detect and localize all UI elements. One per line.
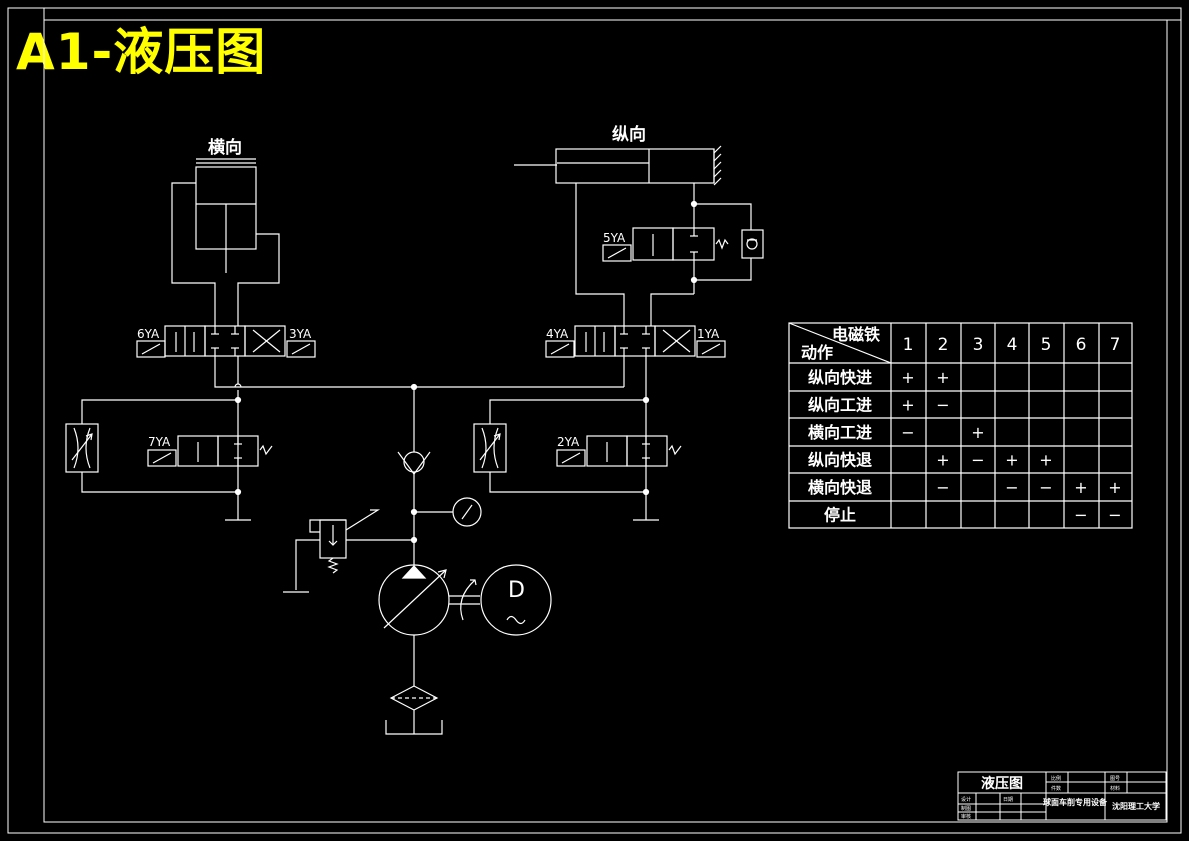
- label-2ya: 2YA: [557, 435, 580, 449]
- table-cell-mark: −: [936, 395, 949, 414]
- table-row-label: 纵向快进: [808, 368, 872, 387]
- longitudinal-cylinder: [514, 145, 722, 326]
- label-5ya: 5YA: [603, 231, 626, 245]
- tb-label-review: 审核: [961, 813, 971, 820]
- table-col-1: 1: [903, 335, 914, 355]
- label-7ya: 7YA: [148, 435, 171, 449]
- label-longitudinal: 纵向: [612, 124, 646, 145]
- title-block-school: 沈阳理工大学: [1112, 801, 1160, 811]
- table-col-7: 7: [1110, 335, 1121, 355]
- table-cell-mark: −: [971, 450, 984, 469]
- table-col-2: 2: [938, 335, 949, 355]
- right-throttle-branch: [473, 399, 682, 521]
- main-lines: [234, 356, 647, 520]
- tb-label-design: 设计: [961, 796, 971, 803]
- table-cell-mark: −: [1039, 478, 1052, 497]
- table-cell-mark: +: [1108, 478, 1121, 497]
- pressure-gauge: [414, 497, 482, 527]
- filter: [385, 685, 443, 735]
- title-block-grid: [957, 771, 1167, 821]
- label-transverse: 横向: [208, 137, 242, 158]
- label-4ya: 4YA: [546, 327, 569, 341]
- table-cell-mark: +: [901, 395, 914, 414]
- table-cell-mark: +: [936, 368, 949, 387]
- table-cell-mark: +: [1005, 450, 1018, 469]
- action-table-grid: [788, 322, 1133, 529]
- table-col-4: 4: [1007, 335, 1018, 355]
- table-cell-mark: +: [1039, 450, 1052, 469]
- table-col-5: 5: [1041, 335, 1052, 355]
- table-cell-mark: −: [936, 478, 949, 497]
- label-1ya: 1YA: [697, 327, 720, 341]
- table-row-label: 横向快退: [808, 478, 872, 497]
- table-col-3: 3: [973, 335, 984, 355]
- title-block-small-labels: 比例 件数 图号 材料 设计 制图 审核 日期: [961, 775, 1120, 820]
- table-row-label: 停止: [824, 505, 856, 524]
- table-row-label: 横向工进: [808, 423, 872, 442]
- drawing-title: A1-液压图: [16, 23, 267, 81]
- tb-label-scale: 比例: [1051, 775, 1061, 782]
- pump: [378, 564, 480, 686]
- table-cell-mark: +: [1074, 478, 1087, 497]
- table-cell-mark: −: [901, 423, 914, 442]
- table-cell-mark: −: [1005, 478, 1018, 497]
- valve-6ya-3ya: [136, 325, 316, 388]
- inner-border: [43, 19, 1168, 823]
- table-cell-mark: +: [936, 450, 949, 469]
- title-block-project: 球面车削专用设备: [1043, 797, 1108, 807]
- table-header-bottom: 动作: [801, 343, 833, 362]
- valve-5ya: [602, 203, 764, 326]
- left-throttle-branch: [65, 399, 273, 521]
- valve-4ya-1ya: [545, 325, 726, 358]
- tb-label-material: 材料: [1110, 785, 1120, 792]
- table-col-6: 6: [1076, 335, 1087, 355]
- table-row-label: 纵向快退: [808, 450, 872, 469]
- relief-valve: [283, 509, 414, 593]
- tb-label-count: 件数: [1051, 785, 1061, 792]
- table-body: 纵向快进 + + 纵向工进 + − 横向工进 − + 纵向快退 + − + + 横向快退 − − − + + 停止 − −: [808, 368, 1122, 525]
- tb-label-drawing-no: 图号: [1110, 776, 1120, 782]
- tb-label-date: 日期: [1003, 797, 1013, 803]
- table-cell-mark: −: [1074, 505, 1087, 524]
- electric-motor: [480, 564, 552, 636]
- check-valve: [397, 451, 431, 566]
- title-block-drawing-name: 液压图: [981, 775, 1023, 792]
- table-cell-mark: −: [1108, 505, 1121, 524]
- table-column-headers: 1 2 3 4 5 6 7: [903, 335, 1121, 355]
- junction-dots: [234, 200, 698, 544]
- table-header-top: 电磁铁: [832, 325, 880, 344]
- tb-label-draw: 制图: [961, 805, 971, 812]
- table-cell-mark: +: [971, 423, 984, 442]
- motor-label: D: [508, 578, 525, 603]
- transverse-cylinder: [171, 158, 280, 326]
- outer-border: [7, 7, 1182, 834]
- table-cell-mark: +: [901, 368, 914, 387]
- label-3ya: 3YA: [289, 327, 312, 341]
- table-row-label: 纵向工进: [808, 395, 872, 414]
- label-6ya: 6YA: [137, 327, 160, 341]
